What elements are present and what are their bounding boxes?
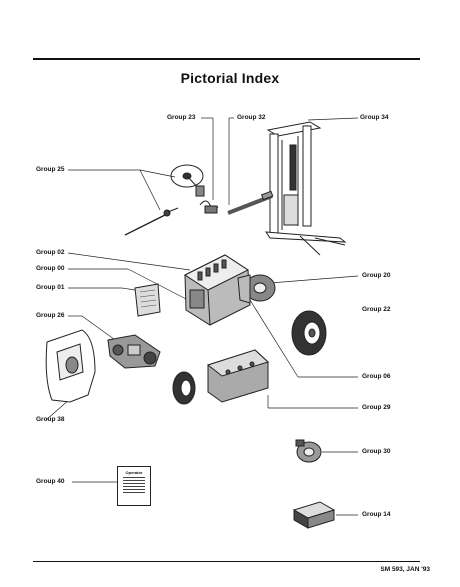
doc-line [123, 492, 145, 493]
axle-icon [107, 334, 161, 369]
page-title: Pictorial Index [180, 70, 280, 86]
label-group-32[interactable]: Group 32 [237, 114, 266, 121]
drive-wheel-icon [291, 310, 327, 356]
label-group-20[interactable]: Group 20 [362, 272, 391, 279]
label-group-26[interactable]: Group 26 [36, 312, 65, 319]
clutch-icon [237, 274, 276, 304]
doc-line [123, 486, 145, 487]
label-group-02[interactable]: Group 02 [36, 249, 65, 256]
bottom-rule [33, 561, 420, 562]
doc-line [123, 483, 145, 484]
label-group-01[interactable]: Group 01 [36, 284, 65, 291]
mast-icon [265, 121, 347, 256]
label-group-00[interactable]: Group 00 [36, 265, 65, 272]
decal-sheet-icon: Operator [117, 466, 151, 506]
steering-wheel-icon [124, 164, 205, 236]
radiator-icon [134, 283, 161, 317]
engine-icon [183, 254, 251, 326]
brake-pedal-icon [199, 200, 219, 214]
label-group-23[interactable]: Group 23 [167, 114, 196, 121]
hydraulic-cylinder-icon [227, 190, 274, 215]
top-rule [33, 58, 420, 60]
label-group-22[interactable]: Group 22 [362, 306, 391, 313]
doc-line [123, 477, 145, 478]
decal-sheet-title: Operator [125, 470, 143, 475]
label-group-30[interactable]: Group 30 [362, 448, 391, 455]
steer-wheel-icon [172, 371, 196, 405]
footer-code: SM 593, JAN '93 [380, 566, 430, 573]
counterweight-icon [45, 329, 96, 403]
label-group-29[interactable]: Group 29 [362, 404, 391, 411]
label-group-25[interactable]: Group 25 [36, 166, 65, 173]
battery-icon [292, 501, 336, 529]
label-group-06[interactable]: Group 06 [362, 373, 391, 380]
label-group-38[interactable]: Group 38 [36, 416, 65, 423]
chassis-icon [206, 349, 269, 403]
label-group-40[interactable]: Group 40 [36, 478, 65, 485]
hub-icon [295, 439, 322, 463]
label-group-14[interactable]: Group 14 [362, 511, 391, 518]
doc-line [123, 489, 145, 490]
label-group-34[interactable]: Group 34 [360, 114, 389, 121]
doc-line [123, 480, 145, 481]
